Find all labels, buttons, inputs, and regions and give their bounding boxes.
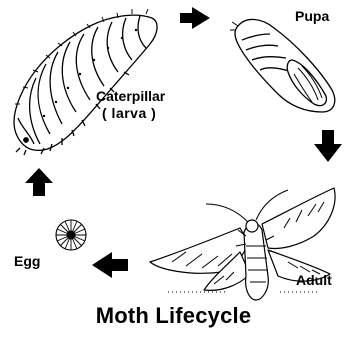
caterpillar-illustration (14, 9, 157, 155)
pupa-label: Pupa (295, 8, 329, 24)
larva-sublabel: ( larva ) (102, 105, 156, 121)
caterpillar-label: Caterpillar (96, 88, 165, 104)
egg-illustration (56, 220, 86, 250)
diagram-title: Moth Lifecycle (0, 303, 347, 329)
egg-label: Egg (14, 253, 40, 269)
cycle-arrow-icon (92, 252, 128, 278)
cycle-arrow-icon (25, 168, 53, 196)
pupa-illustration (230, 19, 335, 112)
adult-label: Adult (296, 272, 332, 288)
cycle-arrow-icon (180, 7, 210, 29)
cycle-arrow-icon (314, 130, 342, 162)
